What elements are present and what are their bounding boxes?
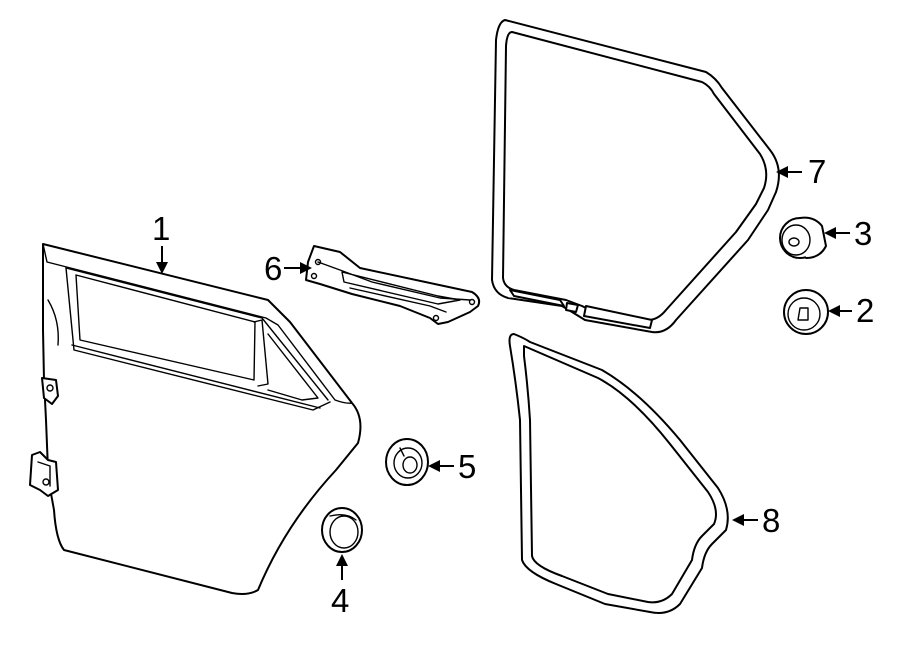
plug-grommet-3[interactable]	[779, 216, 827, 259]
callout-1: 1	[152, 210, 170, 274]
svg-text:2: 2	[856, 292, 874, 329]
door-weatherstrip[interactable]	[508, 333, 729, 614]
rear-door-shell[interactable]	[29, 243, 362, 595]
svg-text:8: 8	[762, 502, 780, 539]
callout-3: 3	[824, 215, 872, 252]
callout-7: 7	[776, 153, 826, 190]
svg-text:3: 3	[854, 215, 872, 252]
door-opening-weatherstrip[interactable]	[491, 19, 780, 334]
svg-text:6: 6	[264, 250, 282, 287]
svg-text:4: 4	[331, 582, 349, 619]
svg-text:1: 1	[152, 210, 170, 247]
plug-2[interactable]	[783, 289, 829, 335]
svg-text:7: 7	[808, 153, 826, 190]
callout-4: 4	[331, 554, 349, 619]
callout-5: 5	[428, 448, 476, 485]
callout-2: 2	[828, 292, 874, 329]
plug-4[interactable]	[321, 507, 363, 553]
callout-6: 6	[264, 250, 312, 287]
svg-text:5: 5	[458, 448, 476, 485]
door-reinforcement-bracket[interactable]	[305, 245, 481, 325]
callout-8: 8	[732, 502, 780, 539]
grommet-5[interactable]	[385, 438, 429, 486]
